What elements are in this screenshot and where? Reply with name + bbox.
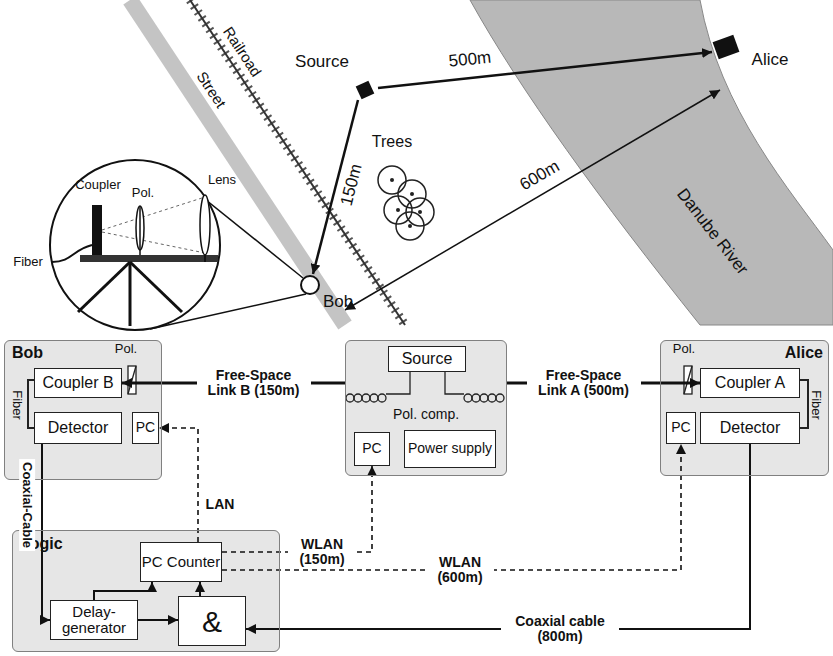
place-label: Source <box>295 53 349 72</box>
component-box: Source <box>388 346 466 372</box>
component-box: Coupler A <box>700 368 800 398</box>
component-box: PC <box>354 432 390 466</box>
part-label: Fiber <box>809 390 823 420</box>
box-label: Delay-generator <box>51 604 137 637</box>
box-label: PC <box>136 420 155 435</box>
part-label: Fiber <box>13 255 43 269</box>
box-label: Power supply <box>408 441 492 456</box>
box-label: PC <box>362 441 381 456</box>
connector <box>246 444 750 629</box>
part-label: Coupler <box>75 178 121 192</box>
distance-label: 500m <box>448 48 492 71</box>
link-label: LAN <box>203 496 238 513</box>
component-box: & <box>178 596 246 646</box>
link-label: Coaxial-Cable <box>19 459 35 551</box>
box-label: Source <box>402 350 453 368</box>
distance-label: 600m <box>517 157 563 195</box>
component-box: PC <box>666 412 696 444</box>
component-box: Coupler B <box>34 368 122 398</box>
component-box: Power supply <box>404 430 496 468</box>
link-label: WLAN (150m) <box>288 536 356 569</box>
box-label: Detector <box>720 419 780 437</box>
station-panel: Pol. comp. SourcePC Power supply <box>345 340 507 476</box>
box-label: Coupler A <box>715 374 785 392</box>
link-label: WLAN (600m) <box>426 554 494 587</box>
part-label: Pol. <box>673 342 695 356</box>
part-label: Lens <box>208 173 236 187</box>
box-label: Detector <box>48 419 108 437</box>
link-label: Coaxial cable (800m) <box>501 613 619 646</box>
connector <box>199 582 201 596</box>
panel-title: Bob <box>12 344 43 362</box>
part-label: Pol. <box>115 342 137 356</box>
part-label: Fiber <box>10 390 24 420</box>
component-box: Detector <box>700 412 800 444</box>
box-label: Coupler B <box>42 374 113 392</box>
place-label: Trees <box>372 133 412 151</box>
place-label: Bob <box>323 293 353 312</box>
component-box: Detector <box>34 412 122 444</box>
part-label: Pol. <box>132 186 154 200</box>
box-label: PC Counter <box>142 554 220 571</box>
link-label: Free-Space Link B (150m) <box>197 367 311 400</box>
component-box: Delay-generator <box>50 600 138 640</box>
panel-title: Alice <box>785 344 823 362</box>
station-panel: LogicPC CounterDelay-generator& <box>12 530 280 652</box>
connector <box>42 444 50 620</box>
component-box: PC Counter <box>140 542 222 582</box>
link-label: Free-Space Link A (500m) <box>527 367 641 400</box>
place-label: Alice <box>752 51 789 70</box>
distance-label: 150m <box>338 162 367 208</box>
connector <box>138 619 178 621</box>
panel-title: Pol. comp. <box>393 407 459 422</box>
station-panel: AliceCoupler A Detector PC <box>660 340 829 476</box>
component-box: PC <box>132 412 159 444</box>
connector <box>159 428 198 542</box>
connector <box>94 582 152 600</box>
box-label: & <box>202 605 222 638</box>
box-label: PC <box>671 420 690 435</box>
